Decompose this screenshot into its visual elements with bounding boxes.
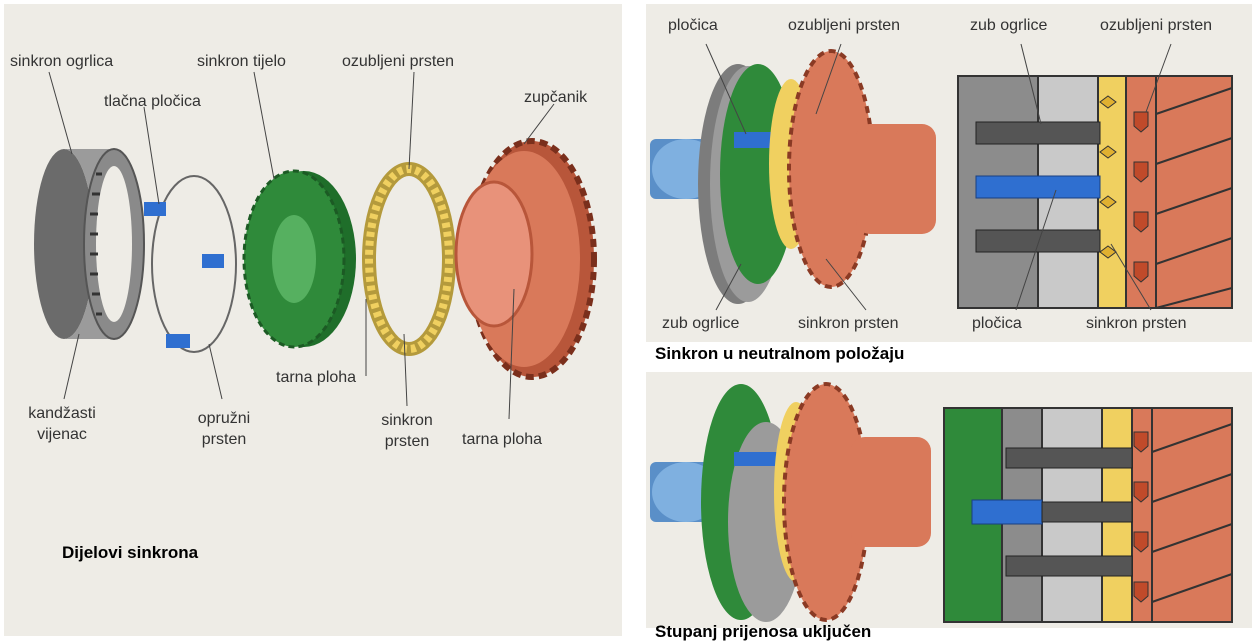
label-kandzasti-vijenac: kandžasti vijenac xyxy=(12,404,112,446)
engaged-gear-drawing xyxy=(646,372,1252,628)
label-zub-ogrlice-top: zub ogrlice xyxy=(970,18,1047,34)
label-opruzni: opružni xyxy=(184,409,264,430)
label-sinkron: sinkron xyxy=(362,411,452,432)
label-prsten: prsten xyxy=(184,430,264,451)
label-ozubljeni-prsten: ozubljeni prsten xyxy=(342,54,454,70)
label-vijenac: vijenac xyxy=(12,425,112,446)
exploded-parts-panel: sinkron ogrlica tlačna pločica sinkron t… xyxy=(4,4,622,636)
label-zub-ogrlice-bottom: zub ogrlice xyxy=(662,316,739,332)
label-sinkron-tijelo: sinkron tijelo xyxy=(197,54,286,70)
label-sinkron-prsten-bottom-2: sinkron prsten xyxy=(1086,316,1187,332)
engaged-gear-panel xyxy=(646,372,1252,628)
synchro-hub-part xyxy=(244,171,356,347)
gear-part xyxy=(456,141,594,377)
label-sinkron-prsten-bottom-1: sinkron prsten xyxy=(798,316,899,332)
neutral-section-view xyxy=(958,76,1232,308)
label-opruzni-prsten: opružni prsten xyxy=(184,409,264,451)
label-tarna-ploha-1: tarna ploha xyxy=(276,370,356,386)
label-sinkron-ogrlica: sinkron ogrlica xyxy=(10,54,113,70)
neutral-position-drawing xyxy=(646,4,1252,342)
label-ozubljeni-prsten-top-2: ozubljeni prsten xyxy=(1100,18,1212,34)
caption-dijelovi-sinkrona: Dijelovi sinkrona xyxy=(62,544,198,561)
label-plocica-bottom: pločica xyxy=(972,316,1022,332)
label-prsten-2: prsten xyxy=(362,432,452,453)
label-kandzasti: kandžasti xyxy=(12,404,112,425)
label-plocica-top: pločica xyxy=(668,18,718,34)
caption-neutral-position: Sinkron u neutralnom položaju xyxy=(655,345,904,362)
claw-ring-part xyxy=(34,149,144,339)
label-tarna-ploha-2: tarna ploha xyxy=(462,432,542,448)
label-ozubljeni-prsten-top-1: ozubljeni prsten xyxy=(788,18,900,34)
synchro-ring-part xyxy=(369,169,449,349)
neutral-assembly xyxy=(650,51,936,304)
label-zupcanik: zupčanik xyxy=(524,90,587,106)
engaged-assembly xyxy=(650,384,931,622)
label-sinkron-prsten: sinkron prsten xyxy=(362,411,452,453)
label-tlacna-plocica: tlačna pločica xyxy=(104,94,201,110)
caption-engaged-gear: Stupanj prijenosa uključen xyxy=(655,623,871,640)
neutral-position-panel: pločica ozubljeni prsten zub ogrlice ozu… xyxy=(646,4,1252,342)
engaged-section-view xyxy=(944,408,1232,622)
spring-ring-part xyxy=(144,176,236,352)
